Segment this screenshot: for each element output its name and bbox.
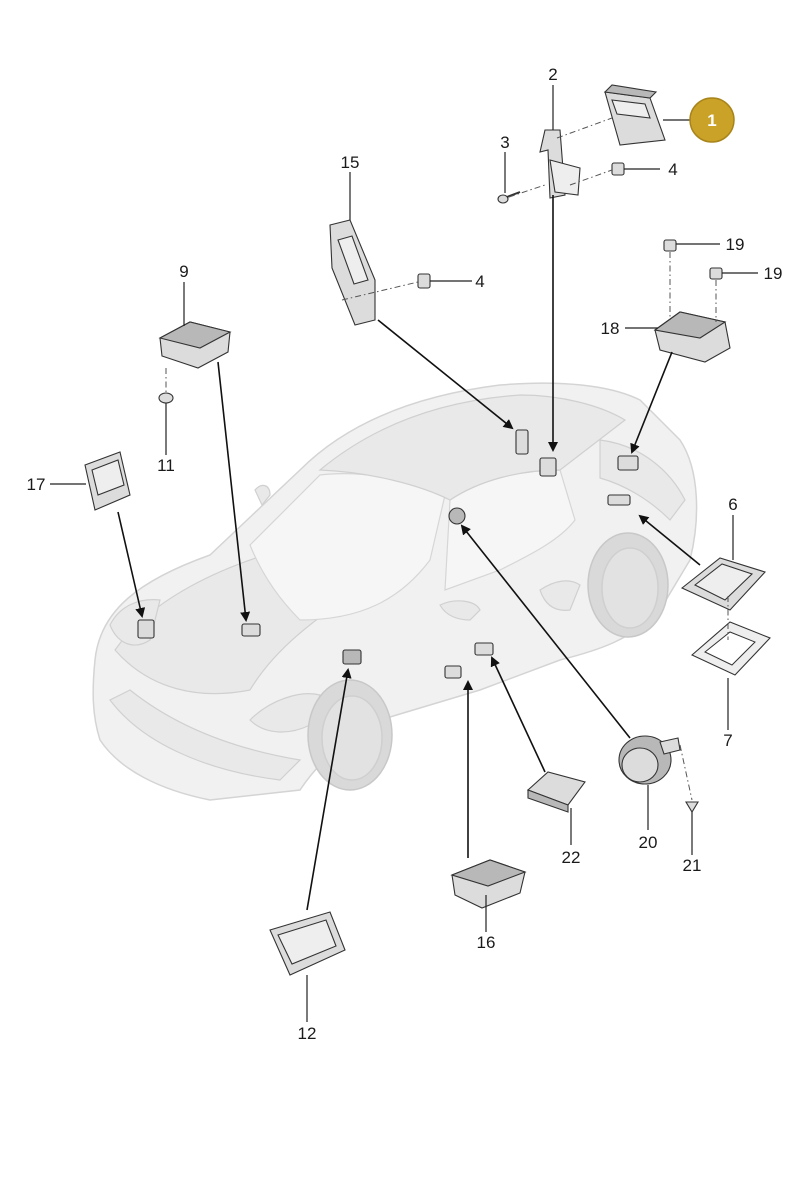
part-2-bracket	[539, 129, 581, 199]
part-4-nut-upper	[611, 162, 625, 176]
part-16-control-unit	[450, 859, 527, 909]
callout-1-badge[interactable]	[689, 97, 735, 143]
callout-3: 3	[500, 133, 509, 152]
callout-12: 12	[298, 1024, 317, 1043]
part-22-control-unit	[526, 771, 586, 813]
leader-lines	[50, 85, 758, 1022]
callout-labels: 1 2 3 4 4 6 7 9 11 12 15 16 17 18 19 19 …	[27, 65, 783, 1043]
callout-18: 18	[601, 319, 620, 338]
part-9-control-unit	[158, 321, 232, 369]
callout-2: 2	[548, 65, 557, 84]
location-arrows	[117, 195, 701, 911]
callout-4-upper: 4	[668, 160, 677, 179]
part-1-control-unit	[603, 84, 666, 146]
callout-19-lower: 19	[764, 264, 783, 283]
callout-22: 22	[562, 848, 581, 867]
callout-21: 21	[683, 856, 702, 875]
part-4-nut-mid	[417, 273, 431, 289]
part-19-nut-a	[663, 239, 677, 252]
part-18-control-unit	[653, 311, 731, 363]
part-3-screw	[497, 191, 521, 204]
callout-20: 20	[639, 833, 658, 852]
callout-4-mid: 4	[475, 272, 484, 291]
part-15-control-unit	[329, 219, 376, 326]
callout-1-text[interactable]: 1	[707, 111, 716, 130]
part-19-nut-b	[709, 267, 723, 280]
part-6-control-unit	[680, 557, 766, 611]
callout-7: 7	[723, 731, 732, 750]
callout-19-upper: 19	[726, 235, 745, 254]
callout-15: 15	[341, 153, 360, 172]
part-7-bracket	[690, 621, 771, 676]
dashed-assembly-lines	[165, 117, 729, 801]
callout-6: 6	[728, 495, 737, 514]
callout-17: 17	[27, 475, 46, 494]
part-11-clip	[158, 392, 174, 404]
part-21-screw	[685, 801, 699, 814]
callout-11: 11	[157, 456, 175, 475]
callout-1[interactable]: 1	[689, 97, 735, 143]
car-silhouette	[92, 382, 698, 801]
mounted-modules	[137, 429, 639, 679]
part-17-control-unit	[84, 451, 131, 511]
part-12-control-unit	[269, 911, 346, 976]
callout-16: 16	[477, 933, 496, 952]
part-20-siren	[618, 735, 681, 785]
callout-9: 9	[179, 262, 188, 281]
